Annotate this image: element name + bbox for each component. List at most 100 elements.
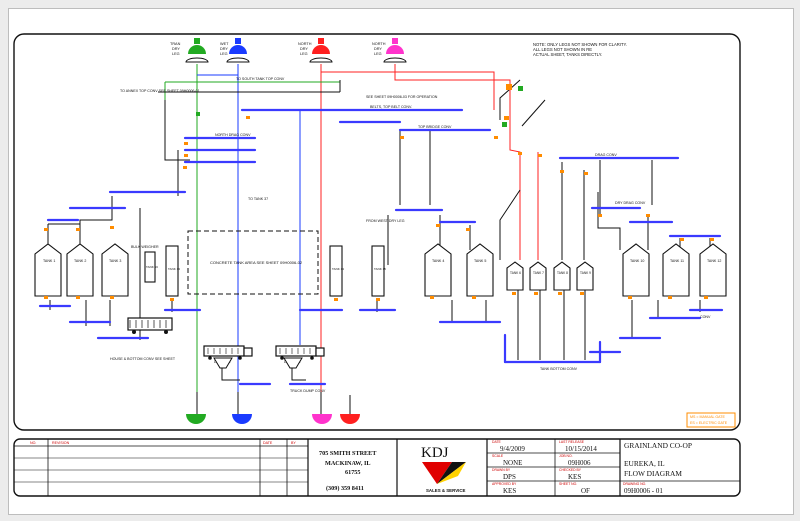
top-leg-red[interactable]: NORTH DRY LEG [298,38,333,63]
company-address: 705 SMITH STREET MACKINAW, IL 61755 (309… [319,450,377,492]
label-belt-top: BELTS, TOP BELT CONV. [370,105,412,109]
concrete-tank-area: CONCRETE TANK AREA SEE SHEET 09H0006-02 [187,230,319,295]
blue-boot-icon [232,414,252,424]
concrete-area-label: CONCRETE TANK AREA SEE SHEET 09H0006-02 [210,260,303,265]
hdr-drawn-by: DRAWN BY [492,468,511,472]
label-tank-bottom: TANK BOTTOM CONV [540,367,578,371]
tank[interactable]: TANK 7 [529,261,547,291]
green-head-icon-cap [194,38,200,44]
hdr-job-no: JOB NO. [559,454,573,458]
truck-icon [275,345,325,360]
drawing-info: DATE LAST RELEASE 9/4/2009 10/15/2014 SC… [492,440,692,495]
top-leg-green[interactable]: TRAN DRY LEG [170,38,209,63]
note-line-3: ACTUAL SHEET, TANKS DIRECTLY. [533,52,602,57]
tank[interactable]: TANK 5 [466,243,494,297]
red-head-icon-cap [318,38,324,44]
label-bulk-weigher: BULK WEIGHER [131,245,159,249]
head-pulley-outline [185,57,209,63]
top-note: NOTE: ONLY LEGS NOT SHOWN FOR CLARITY. A… [533,42,627,57]
tank[interactable]: TANK 10 [622,243,650,297]
last-release: 10/15/2014 [565,445,597,453]
green-head-icon [188,45,206,54]
drawn-by: DPS [503,473,516,481]
leg-label: DRY [172,47,180,51]
bottom-boots [186,392,360,424]
drawing-border [13,33,741,431]
leg-column[interactable]: TANK 13 [165,245,180,297]
logo-chevron-icon [422,462,452,484]
legend-electric: ES = ELECTRIC GATE [690,421,728,425]
leg-label: DRY [220,47,228,51]
tank-label: TANK 14 [332,267,344,271]
leg-column[interactable]: TANK 15 [371,245,386,297]
col-date: DATE [263,441,273,445]
label-dry-drag: DRY DRAG CONV [615,201,646,205]
conveyors [38,108,724,386]
label-north-drag: NORTH DRAG CONV [215,133,251,137]
label-south-tank: TO SOUTH TANK TOP CONV [236,77,285,81]
company-logo: KDJ SALES & SERVICE [421,445,466,493]
leg-label: NORTH [372,42,386,46]
label-west-dry-leg: FROM WEST DRY LEG [366,219,405,223]
rail-car-icon [127,317,173,334]
title-block [13,438,741,497]
logo-text: KDJ [421,445,449,461]
gate-markers [44,84,714,301]
tank-label: TANK 13 [168,267,180,271]
revision-table: NO. REVISION DATE BY [30,441,296,445]
tank-label: TANK 5 [474,259,486,263]
gate-legend: MS = MANUAL GATE ES = ELECTRIC GATE [686,412,736,428]
legend-manual: MS = MANUAL GATE [690,415,725,419]
tank[interactable]: TANK 1 [34,243,62,297]
tank[interactable]: TANK 9 [576,261,594,291]
tank-label: TANK 2 [74,259,86,263]
hdr-approved-by: APPROVED BY [492,482,517,486]
head-pulley-outline [309,57,333,63]
client-location: EUREKA, IL [624,459,665,468]
leg-label: DRY [374,47,382,51]
flow-lines [47,64,711,392]
tank-label: TANK 10 [630,259,644,263]
tank-label: TANK 4 [432,259,444,263]
tank-label: TANK 12 [707,259,721,263]
col-no: NO. [30,441,36,445]
leg-label: DRY [300,47,308,51]
client-name: GRAINLAND CO-OP [624,441,692,450]
tank-label: TANK 11 [670,259,684,263]
address-line-3: 61755 [345,469,360,476]
date: 9/4/2009 [500,445,525,453]
drawing-title: FLOW DIAGRAM [624,469,682,478]
tank[interactable]: TANK 12 [699,243,727,297]
top-leg-magenta[interactable]: NORTH DRY LEG [372,38,407,63]
tank[interactable]: TANK 2 [66,243,94,297]
leg-label: LEG [172,52,180,56]
label-tank-37: TO TANK 37 [248,197,268,201]
leg-label: NORTH [298,42,312,46]
green-boot-icon [186,414,206,424]
note-line-1: NOTE: ONLY LEGS NOT SHOWN FOR CLARITY. [533,42,627,47]
tank-label: TANK 1 [43,259,55,263]
leg-column[interactable]: TANK 14 [329,245,344,297]
phone: (309) 359 8411 [326,485,364,492]
top-leg-blue[interactable]: WET DRY LEG [220,38,250,63]
bulk-weigher[interactable]: TANK 16 [144,251,158,283]
label-house-bottom: HOUSE & BOTTOM CONV SEE SHEET [110,357,176,361]
leg-label: WET [220,42,229,46]
blue-head-icon [229,45,247,54]
tank-label: TANK 16 [146,265,158,269]
col-revision: REVISION [52,441,70,445]
tank[interactable]: TANK 3 [101,243,129,297]
truck-icon [203,345,253,360]
tank[interactable]: TANK 6 [506,261,524,291]
tank[interactable]: TANK 4 [424,243,452,297]
tank-label: TANK 3 [109,259,121,263]
hdr-last-release: LAST RELEASE [559,440,585,444]
tank[interactable]: TANK 8 [553,261,571,291]
label-drag-conv: DRAG CONV [595,153,617,157]
magenta-head-icon-cap [392,38,398,44]
hdr-drawing-no: DRAWING NO. [623,482,646,486]
tank[interactable]: TANK 11 [662,243,690,297]
hdr-date: DATE [492,440,502,444]
approved-by: KES [503,487,516,495]
tank-label: TANK 15 [374,267,386,271]
